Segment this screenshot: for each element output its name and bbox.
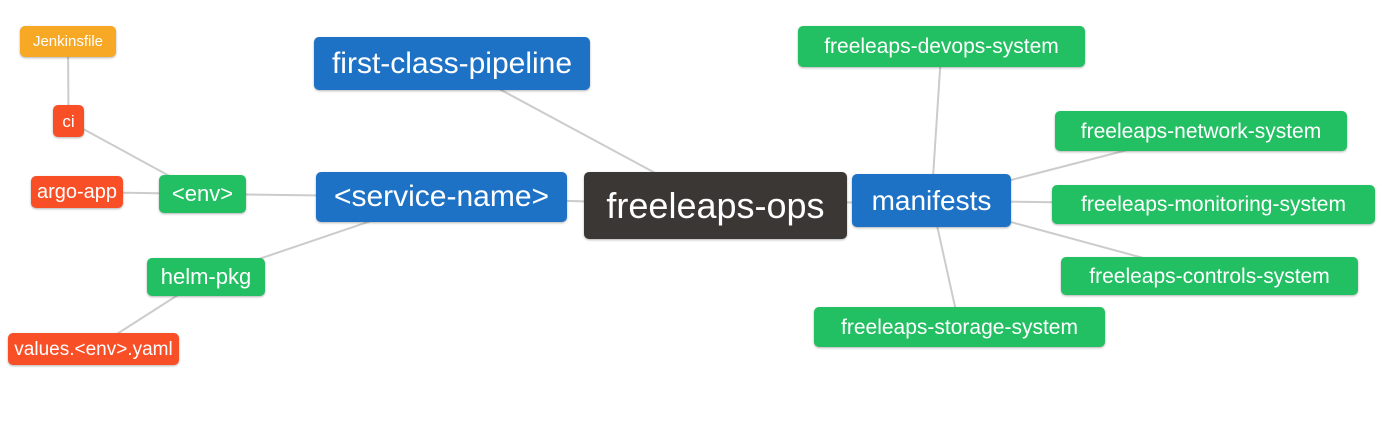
node-env[interactable]: <env>: [159, 175, 246, 213]
node-label: ci: [62, 111, 75, 131]
node-label: manifests: [871, 184, 992, 216]
node-label: Jenkinsfile: [32, 33, 104, 50]
node-values-env-yaml[interactable]: values.<env>.yaml: [8, 333, 179, 365]
node-jenkinsfile[interactable]: Jenkinsfile: [20, 26, 116, 57]
node-freeleaps-monitoring-system[interactable]: freeleaps-monitoring-system: [1052, 185, 1375, 224]
node-label: freeleaps-storage-system: [841, 315, 1078, 339]
node-freeleaps-controls-system[interactable]: freeleaps-controls-system: [1061, 257, 1358, 295]
node-freeleaps-devops-system[interactable]: freeleaps-devops-system: [798, 26, 1085, 67]
node-label: first-class-pipeline: [331, 46, 573, 80]
node-label: helm-pkg: [160, 264, 252, 289]
node-manifests[interactable]: manifests: [852, 174, 1011, 227]
node-argo-app[interactable]: argo-app: [31, 176, 123, 208]
node-label: freeleaps-controls-system: [1089, 264, 1330, 288]
node-label: freeleaps-monitoring-system: [1081, 193, 1346, 216]
node-label: <service-name>: [333, 180, 550, 213]
node-label: freeleaps-network-system: [1080, 119, 1322, 143]
node-first-class-pipeline[interactable]: first-class-pipeline: [314, 37, 590, 90]
node-freeleaps-network-system[interactable]: freeleaps-network-system: [1055, 111, 1347, 151]
node-freeleaps-storage-system[interactable]: freeleaps-storage-system: [814, 307, 1105, 347]
node-label: values.<env>.yaml: [14, 338, 173, 360]
node-label: freeleaps-ops: [606, 184, 825, 226]
node-ci[interactable]: ci: [53, 105, 84, 137]
node-label: <env>: [171, 181, 234, 206]
node-label: freeleaps-devops-system: [824, 35, 1059, 58]
node-freeleaps-ops[interactable]: freeleaps-ops: [584, 172, 847, 239]
node-label: argo-app: [36, 181, 118, 203]
node-helm-pkg[interactable]: helm-pkg: [147, 258, 265, 296]
node-service-name[interactable]: <service-name>: [316, 172, 567, 222]
